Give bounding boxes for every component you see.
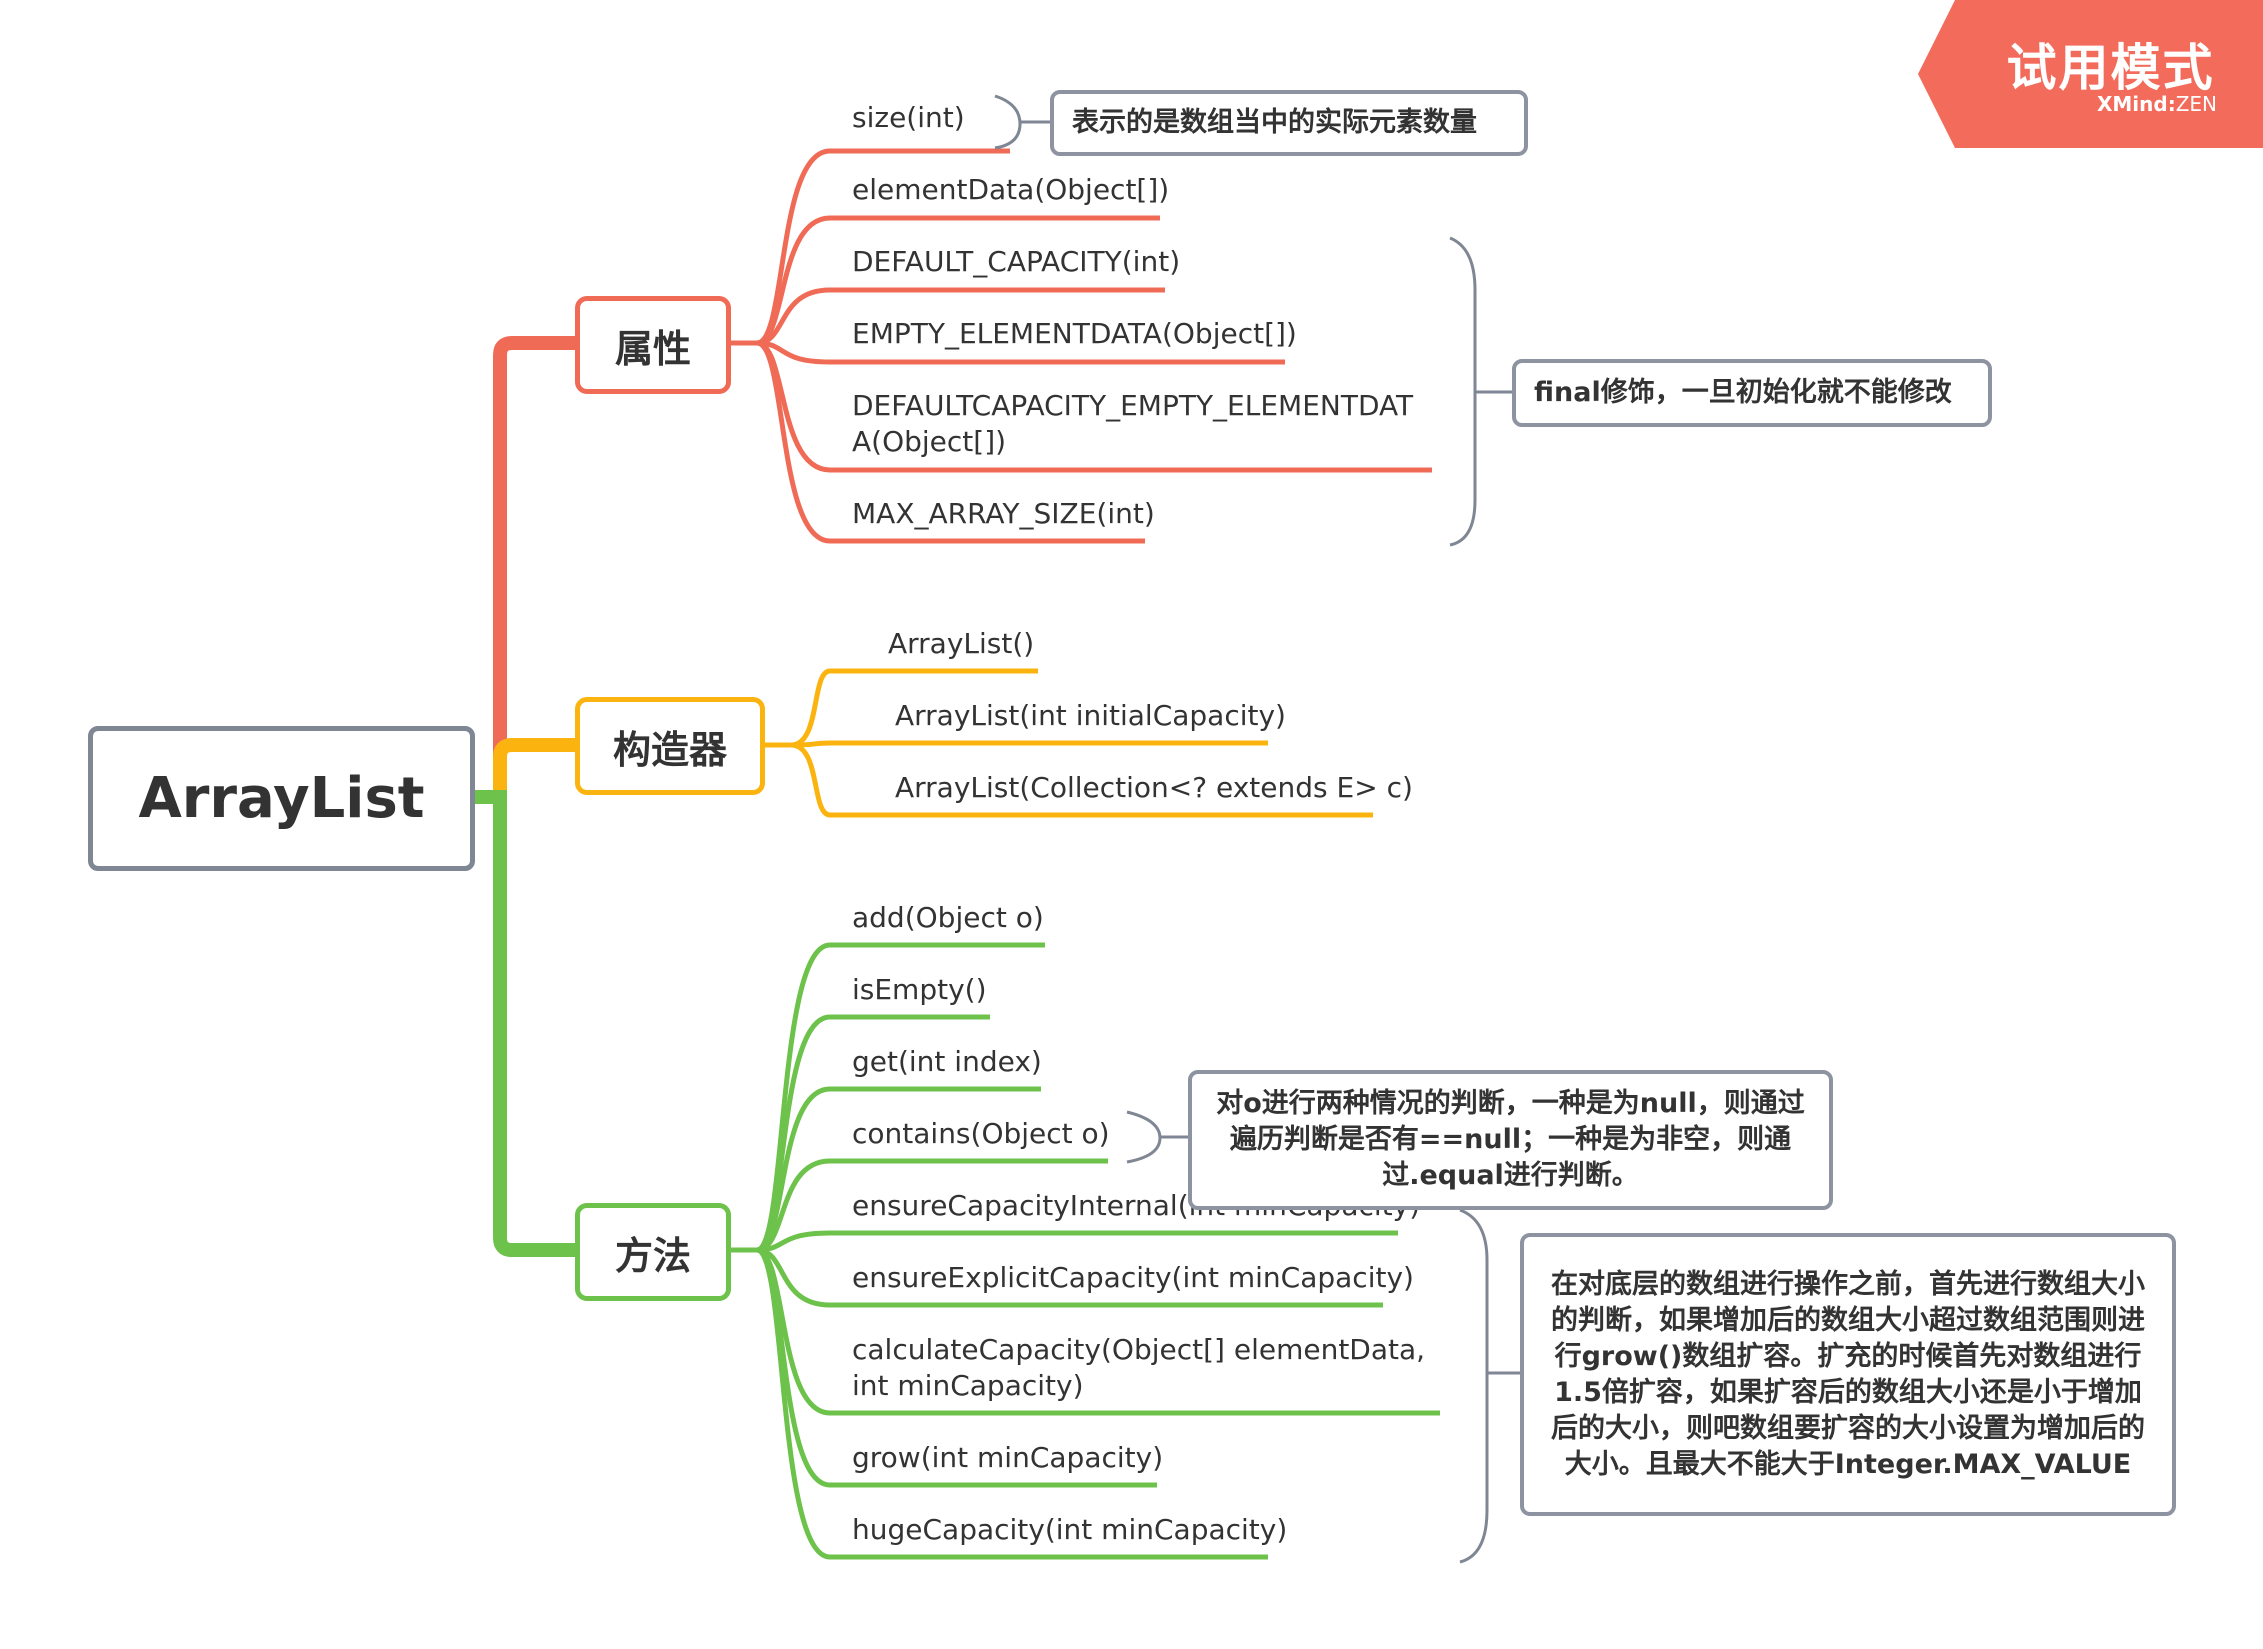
leaf-attr-default-capacity[interactable]: DEFAULT_CAPACITY(int)	[852, 245, 1181, 278]
trunk-methods	[468, 790, 585, 1257]
branch-attributes[interactable]: 属性	[575, 296, 731, 394]
leaf-ctor-default[interactable]: ArrayList()	[888, 627, 1035, 660]
final-brace	[1449, 236, 1477, 547]
xmind-brand: XMind:ZEN	[2096, 92, 2217, 116]
leaf-connector	[756, 1158, 1108, 1253]
leaf-connector	[756, 287, 1165, 346]
leaf-method-get[interactable]: get(int index)	[852, 1045, 1042, 1078]
leaf-ctor-capacity[interactable]: ArrayList(int initialCapacity)	[895, 699, 1286, 732]
leaf-method-contains[interactable]: contains(Object o)	[852, 1117, 1110, 1150]
leaf-method-grow[interactable]: grow(int minCapacity)	[852, 1441, 1164, 1474]
trial-title: 试用模式	[2006, 39, 2215, 97]
trial-watermark: 试用模式 XMind:ZEN	[1918, 0, 2263, 148]
leaf-connector	[756, 340, 1285, 365]
leaf-method-add[interactable]: add(Object o)	[852, 901, 1044, 934]
trial-ribbon	[1918, 0, 2263, 148]
callout-grow[interactable]: 在对底层的数组进行操作之前，首先进行数组大小的判断，如果增加后的数组大小超过数组…	[1520, 1233, 2176, 1516]
size-brace	[994, 94, 1022, 150]
trunk-constructors	[468, 738, 585, 804]
branch-constructors[interactable]: 构造器	[575, 697, 765, 795]
leaf-method-ensure-explicit[interactable]: ensureExplicitCapacity(int minCapacity)	[852, 1261, 1414, 1294]
callout-contains[interactable]: 对o进行两种情况的判断，一种是为null，则通过遍历判断是否有==null；一种…	[1188, 1070, 1833, 1210]
leaf-connector	[790, 740, 1268, 748]
leaf-attr-max-array-size[interactable]: MAX_ARRAY_SIZE(int)	[852, 497, 1155, 530]
leaf-attr-defaultcapacity-empty[interactable]: DEFAULTCAPACITY_EMPTY_ELEMENTDATA(Object…	[852, 389, 1414, 458]
leaf-attr-elementdata[interactable]: elementData(Object[])	[852, 173, 1170, 206]
central-topic[interactable]: ArrayList	[88, 726, 475, 871]
leaf-connector	[756, 215, 1160, 346]
leaf-method-isempty[interactable]: isEmpty()	[852, 973, 987, 1006]
leaf-attr-size[interactable]: size(int)	[852, 101, 965, 134]
leaf-attr-empty-elementdata[interactable]: EMPTY_ELEMENTDATA(Object[])	[852, 317, 1297, 350]
leaf-ctor-collection[interactable]: ArrayList(Collection<? extends E> c)	[895, 771, 1413, 804]
contains-brace	[1126, 1110, 1162, 1164]
leaf-connector	[756, 340, 1145, 544]
leaf-connector	[755, 1247, 1268, 1560]
leaf-connector	[756, 1247, 1383, 1308]
leaf-method-calculate[interactable]: calculateCapacity(Object[] elementData, …	[852, 1333, 1426, 1402]
leaf-connector	[756, 1086, 1041, 1253]
leaf-connector	[756, 1230, 1398, 1253]
leaf-method-hugecapacity[interactable]: hugeCapacity(int minCapacity)	[852, 1513, 1288, 1546]
trunk-attributes	[468, 336, 585, 804]
callout-final[interactable]: final修饰，一旦初始化就不能修改	[1512, 359, 1992, 427]
callout-size[interactable]: 表示的是数组当中的实际元素数量	[1050, 90, 1528, 156]
branch-methods[interactable]: 方法	[575, 1203, 731, 1301]
grow-brace	[1459, 1208, 1489, 1564]
leaf-connector	[790, 668, 1038, 748]
leaf-connector	[790, 742, 1373, 818]
